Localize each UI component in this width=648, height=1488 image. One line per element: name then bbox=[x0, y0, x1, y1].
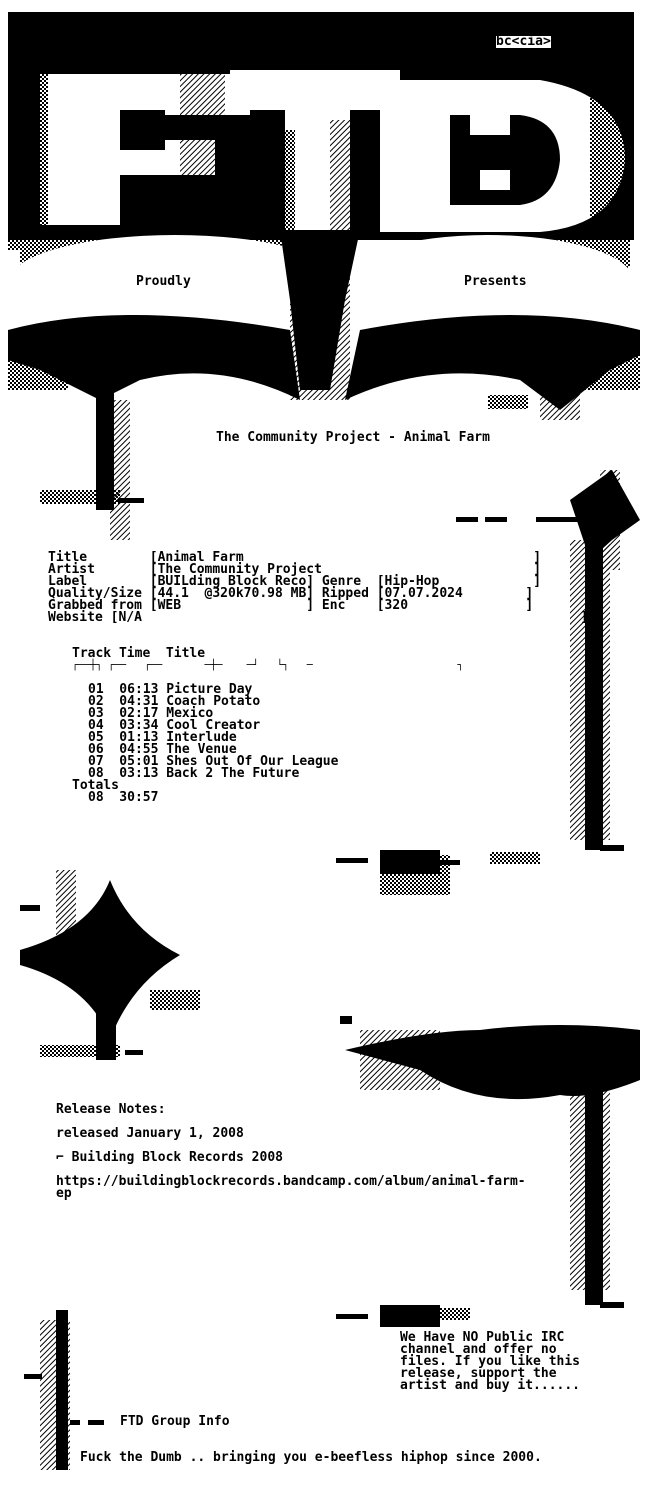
track-row: 06 04:55 The Venue bbox=[88, 742, 237, 757]
irc-line: release, support the bbox=[400, 1366, 557, 1381]
track-row: 07 05:01 Shes Out Of Our League bbox=[88, 754, 339, 769]
info-artist: Artist [The Community Project ] bbox=[48, 562, 542, 577]
track-row: 04 03:34 Cool Creator bbox=[88, 718, 261, 733]
track-row: 03 02:17 Mexico bbox=[88, 706, 214, 721]
notes-released: released January 1, 2008 bbox=[56, 1126, 244, 1141]
group-tag: bc<cia> bbox=[496, 34, 551, 49]
irc-line: artist and buy it...... bbox=[400, 1378, 581, 1393]
irc-line: channel and offer no bbox=[400, 1342, 557, 1357]
notes-url: https://buildingblockrecords.bandcamp.co… bbox=[56, 1174, 526, 1189]
irc-line: files. If you like this bbox=[400, 1354, 581, 1369]
track-row: 08 03:13 Back 2 The Future bbox=[88, 766, 300, 781]
track-row: 01 06:13 Picture Day bbox=[88, 682, 253, 697]
release-heading: The Community Project - Animal Farm bbox=[216, 430, 490, 445]
proudly-text: Proudly bbox=[136, 274, 191, 289]
track-row: 05 01:13 Interlude bbox=[88, 730, 237, 745]
notes-url-continued: ep bbox=[56, 1186, 72, 1201]
totals-row: 08 30:57 bbox=[88, 790, 159, 805]
tracklist-rule: ┌──┼┐ ┌── ┌── ─┼─ ─┘ └┐ ─ ┐ bbox=[72, 660, 464, 671]
tracklist-header: Track Time Title bbox=[72, 646, 206, 661]
totals-label: Totals bbox=[72, 778, 119, 793]
irc-line: We Have NO Public IRC bbox=[400, 1330, 565, 1345]
track-row: 02 04:31 Coach Potato bbox=[88, 694, 261, 709]
notes-heading: Release Notes: bbox=[56, 1102, 166, 1117]
info-label: Label [BUILding Block Reco] Genre [Hip-H… bbox=[48, 574, 542, 589]
info-quality: Quality/Size [44.1 @320k70.98 MB] Ripped… bbox=[48, 586, 534, 601]
notes-copyright: ⌐ Building Block Records 2008 bbox=[56, 1150, 283, 1165]
info-grabbed: Grabbed from [WEB ] Enc [320 ] bbox=[48, 598, 534, 613]
presents-text: Presents bbox=[464, 274, 527, 289]
group-tagline: Fuck the Dumb .. bringing you e-beefless… bbox=[80, 1450, 542, 1465]
group-info-heading: FTD Group Info bbox=[120, 1414, 230, 1429]
info-website: Website [N/A ] bbox=[48, 610, 589, 625]
info-title: Title [Animal Farm ] bbox=[48, 550, 542, 565]
